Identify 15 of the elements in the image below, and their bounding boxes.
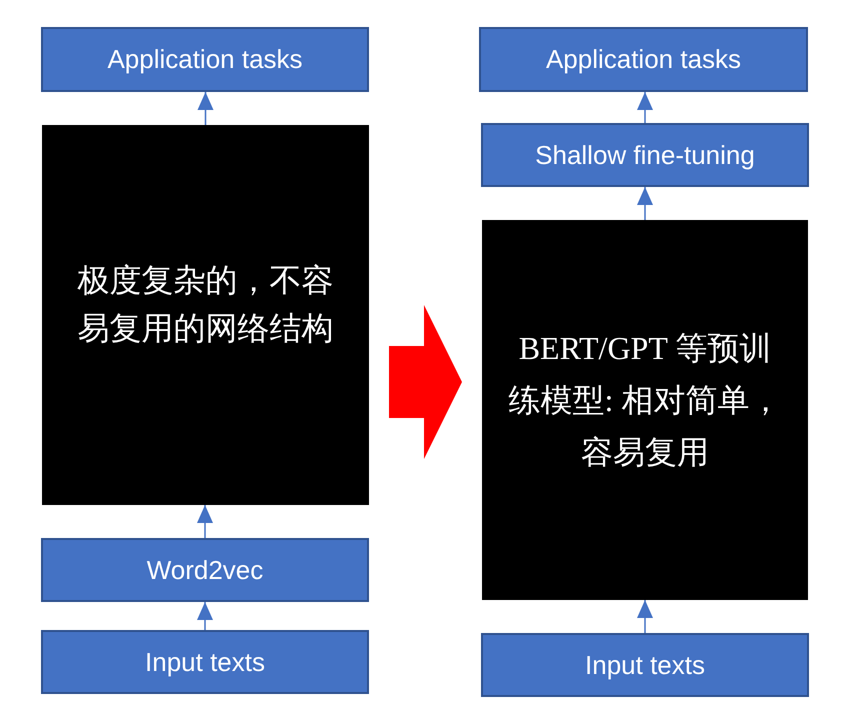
model-box: 极度复杂的，不容易复用的网络结构: [42, 125, 369, 505]
arrow: [198, 92, 214, 125]
process-box: Word2vec: [41, 538, 369, 602]
process-box: Input texts: [41, 630, 369, 694]
model-box: BERT/GPT 等预训练模型: 相对简单，容易复用: [482, 220, 808, 600]
process-box: Application tasks: [479, 27, 808, 92]
arrow: [637, 600, 653, 633]
arrow: [197, 602, 213, 630]
process-box: Input texts: [481, 633, 809, 697]
process-box: Application tasks: [41, 27, 369, 92]
process-box: Shallow fine-tuning: [481, 123, 809, 187]
arrow: [197, 505, 213, 538]
arrow: [637, 187, 653, 220]
block-arrow: [389, 305, 462, 459]
arrow: [637, 92, 653, 123]
